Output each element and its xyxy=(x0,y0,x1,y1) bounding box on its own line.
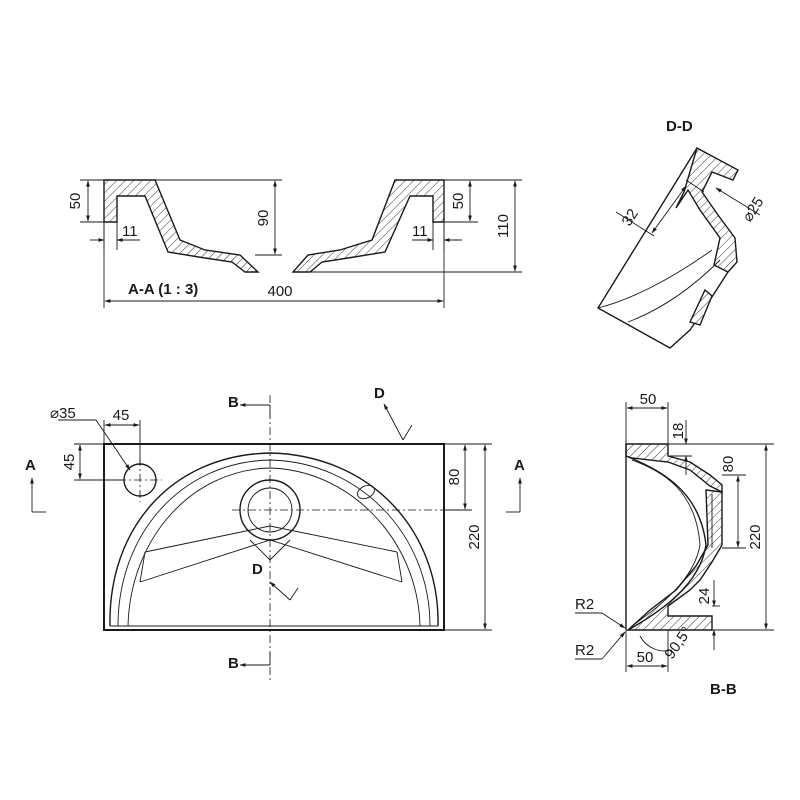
dim-bb-bowl-offset: 80 xyxy=(720,456,737,473)
cut-label-b-bottom: B xyxy=(228,655,239,672)
dim-aa-rim-thickness-right: 11 xyxy=(412,223,428,240)
dim-bb-rim-width: 50 xyxy=(640,391,657,408)
section-aa-right-profile xyxy=(291,179,445,273)
section-bb: 50 18 80 220 24 R2 R2 50 9 xyxy=(575,391,774,698)
overflow-hole xyxy=(357,484,375,500)
dim-bb-bottom-height: 24 xyxy=(696,588,713,605)
cut-label-d-center: D xyxy=(252,561,263,578)
dim-aa-depth: 90 xyxy=(255,210,272,227)
dim-overflow-offset: 80 xyxy=(446,469,463,486)
section-dd-outline xyxy=(597,147,729,349)
section-bb-wall xyxy=(626,489,723,631)
dim-tap-hole-diameter: ⌀35 xyxy=(50,405,76,422)
dim-bb-radius-top: R2 xyxy=(575,596,594,613)
cut-label-b-top: B xyxy=(228,394,239,411)
section-bb-bowl xyxy=(625,455,707,631)
section-dd-title: D-D xyxy=(666,118,693,135)
dim-bb-base-width: 50 xyxy=(637,649,654,666)
section-bb-title: B-B xyxy=(710,681,737,698)
section-aa-title: A-A (1 : 3) xyxy=(128,281,198,298)
dim-aa-total-width: 400 xyxy=(267,283,292,300)
plan-view: ⌀35 45 45 80 220 A A B B xyxy=(25,385,525,680)
dim-bb-total-depth: 220 xyxy=(747,524,764,549)
dim-bb-radius-bottom: R2 xyxy=(575,642,594,659)
dim-aa-rim-height-left: 50 xyxy=(67,193,84,210)
dim-aa-rim-thickness-left: 11 xyxy=(122,223,138,240)
dim-plan-depth: 220 xyxy=(466,524,483,549)
section-aa-left-profile xyxy=(103,179,260,273)
cut-label-a-left: A xyxy=(25,457,36,474)
section-aa: 50 11 90 50 11 110 400 A-A (1 : 3) xyxy=(67,179,522,308)
dim-bb-rim-height: 18 xyxy=(670,423,687,440)
dim-aa-total-height: 110 xyxy=(495,214,512,238)
dim-tap-offset-x: 45 xyxy=(113,407,130,424)
plan-basin-rim xyxy=(109,452,439,627)
section-dd: D-D 32 ⌀25 xyxy=(597,118,767,349)
dim-aa-rim-height-right: 50 xyxy=(450,193,467,210)
cut-label-d-top: D xyxy=(374,385,385,402)
dim-dd-width: 32 xyxy=(619,206,642,229)
plan-outline xyxy=(103,443,445,631)
dim-dd-hole-diameter: ⌀25 xyxy=(739,194,767,225)
cut-label-a-right: A xyxy=(514,457,525,474)
dim-tap-offset-y: 45 xyxy=(61,454,78,471)
